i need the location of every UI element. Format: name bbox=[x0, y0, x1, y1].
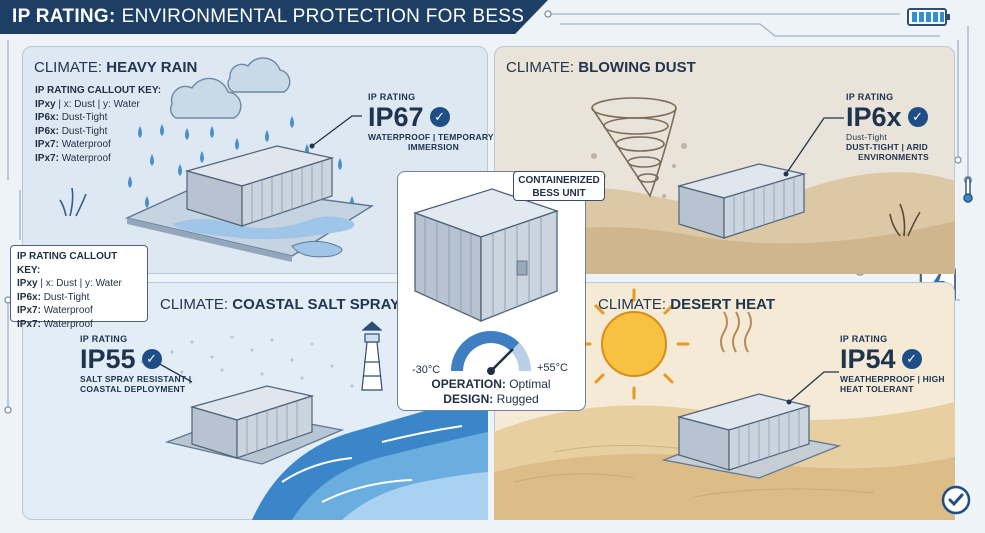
key-line: IP6x: Dust-Tight bbox=[17, 291, 90, 303]
key-line: IPx7: Waterproof bbox=[35, 152, 111, 164]
checkmark-icon: ✓ bbox=[901, 349, 922, 369]
dust-scene bbox=[494, 97, 955, 274]
checkmark-icon: ✓ bbox=[907, 107, 928, 127]
dust-ip-rating: IP RATING IP6x✓ Dust-Tight DUST-TIGHT | … bbox=[846, 92, 929, 162]
key-line: IPx7: Waterproof bbox=[17, 305, 93, 316]
title-rest: ENVIRONMENTAL PROTECTION FOR BESS bbox=[121, 6, 525, 27]
key-line: IP6x: Dust-Tight bbox=[35, 112, 108, 123]
coastal-callout-key: IP RATING CALLOUT KEY: IPxy | x: Dust | … bbox=[10, 245, 148, 330]
key-line: IPxy | x: Dust | y: Water bbox=[35, 98, 140, 110]
operation-status: OPERATION: Optimal bbox=[431, 377, 551, 391]
thermometer-icon bbox=[963, 177, 973, 203]
design-status: DESIGN: Rugged bbox=[443, 392, 539, 406]
ip-code: IP55 bbox=[80, 344, 136, 374]
key-line: IP6x: Dust-Tight bbox=[35, 125, 108, 137]
desert-ip-rating: IP RATING IP54✓ WEATHERPROOF | HIGH HEAT… bbox=[840, 334, 945, 394]
temp-min: -30°C bbox=[412, 364, 441, 376]
desert-scene bbox=[494, 288, 955, 520]
key-line: IPx7: Waterproof bbox=[35, 139, 111, 150]
ip-code: IP6x bbox=[846, 102, 902, 132]
dust-panel-title: CLIMATE: BLOWING DUST bbox=[506, 59, 696, 76]
rain-scene bbox=[59, 57, 375, 262]
title-banner: IP RATING: ENVIRONMENTAL PROTECTION FOR … bbox=[0, 0, 548, 34]
checkmark-icon: ✓ bbox=[141, 349, 162, 369]
ip-code: IP54 bbox=[840, 344, 896, 374]
desert-panel-title: CLIMATE: DESERT HEAT bbox=[598, 296, 775, 313]
checkmark-icon: ✓ bbox=[429, 107, 450, 127]
check-badge-icon bbox=[941, 485, 971, 515]
coastal-scene bbox=[140, 321, 488, 520]
bess-unit-label: CONTAINERIZED BESS UNIT bbox=[513, 171, 605, 201]
rain-panel-title: CLIMATE: HEAVY RAIN bbox=[34, 59, 198, 76]
key-line: IPx7: Waterproof bbox=[17, 318, 93, 330]
title-bold: IP RATING: bbox=[12, 6, 116, 27]
temp-max: +55°C bbox=[537, 362, 569, 374]
key-line: IPxy | x: Dust | y: Water bbox=[17, 278, 122, 289]
center-scene bbox=[412, 188, 560, 375]
rain-ip-rating: IP RATING IP67✓ WATERPROOF | TEMPORARY I… bbox=[368, 92, 494, 152]
coastal-panel-title: CLIMATE: COASTAL SALT SPRAY bbox=[160, 296, 401, 313]
coastal-ip-rating: IP RATING IP55✓ SALT SPRAY RESISTANT | C… bbox=[80, 334, 192, 394]
battery-icon bbox=[907, 8, 950, 26]
rain-callout-key: IP RATING CALLOUT KEY: IPxy | x: Dust | … bbox=[35, 85, 162, 164]
ip-code: IP67 bbox=[368, 102, 424, 132]
